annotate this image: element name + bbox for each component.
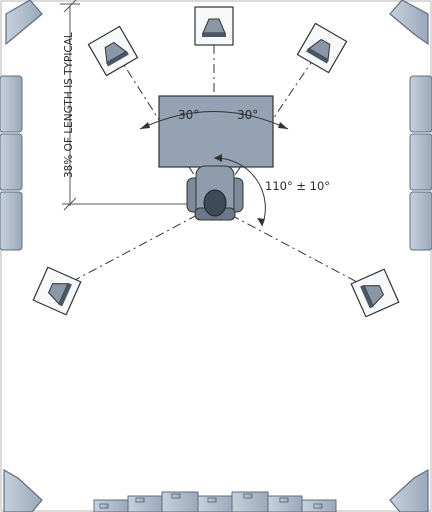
tv-screen-icon — [158, 95, 274, 168]
wall-panel — [409, 75, 432, 133]
length-note-label: 38% OF LENGTH IS TYPICAL — [63, 32, 75, 178]
right-wall-panels — [409, 75, 432, 251]
listener-head — [203, 189, 227, 217]
corner-trap-top-left — [5, 0, 43, 46]
front-angle-arc — [139, 111, 289, 130]
sight-line-front-right — [213, 50, 320, 207]
listener-chair-icon — [186, 165, 244, 221]
surround-angle-arc — [213, 157, 266, 227]
arc-arrow-left — [140, 122, 150, 129]
dimension-slash-bottom — [63, 197, 77, 211]
wall-panel — [0, 133, 23, 191]
length-dimension — [60, 0, 196, 211]
dimension-slash-top — [63, 0, 77, 13]
arc-arrow-bottom — [257, 218, 265, 226]
corner-trap-bottom-left — [3, 468, 43, 512]
wall-panel — [0, 75, 23, 133]
speaker-surround-left — [32, 266, 82, 316]
rear-wall-diffuser — [93, 491, 337, 512]
wall-panel — [409, 133, 432, 191]
corner-bass-traps — [3, 0, 429, 512]
sight-line-surround-left — [59, 205, 215, 289]
speaker-surround-right — [350, 268, 400, 318]
corner-trap-bottom-right — [389, 468, 429, 512]
wall-panel — [409, 191, 432, 251]
surround-angle-label: 110° ± 10° — [265, 179, 330, 193]
speaker-front-right — [296, 22, 348, 74]
corner-trap-top-right — [389, 0, 429, 46]
arc-arrow-top — [214, 154, 222, 162]
arc-arrow-right — [278, 122, 288, 129]
right-angle-label: 30° — [237, 108, 258, 122]
speaker-center — [194, 6, 234, 46]
left-angle-label: 30° — [178, 108, 199, 122]
speaker-front-left — [87, 25, 139, 77]
left-wall-panels — [0, 75, 23, 251]
sight-line-surround-right — [213, 205, 373, 291]
wall-panel — [0, 191, 23, 251]
